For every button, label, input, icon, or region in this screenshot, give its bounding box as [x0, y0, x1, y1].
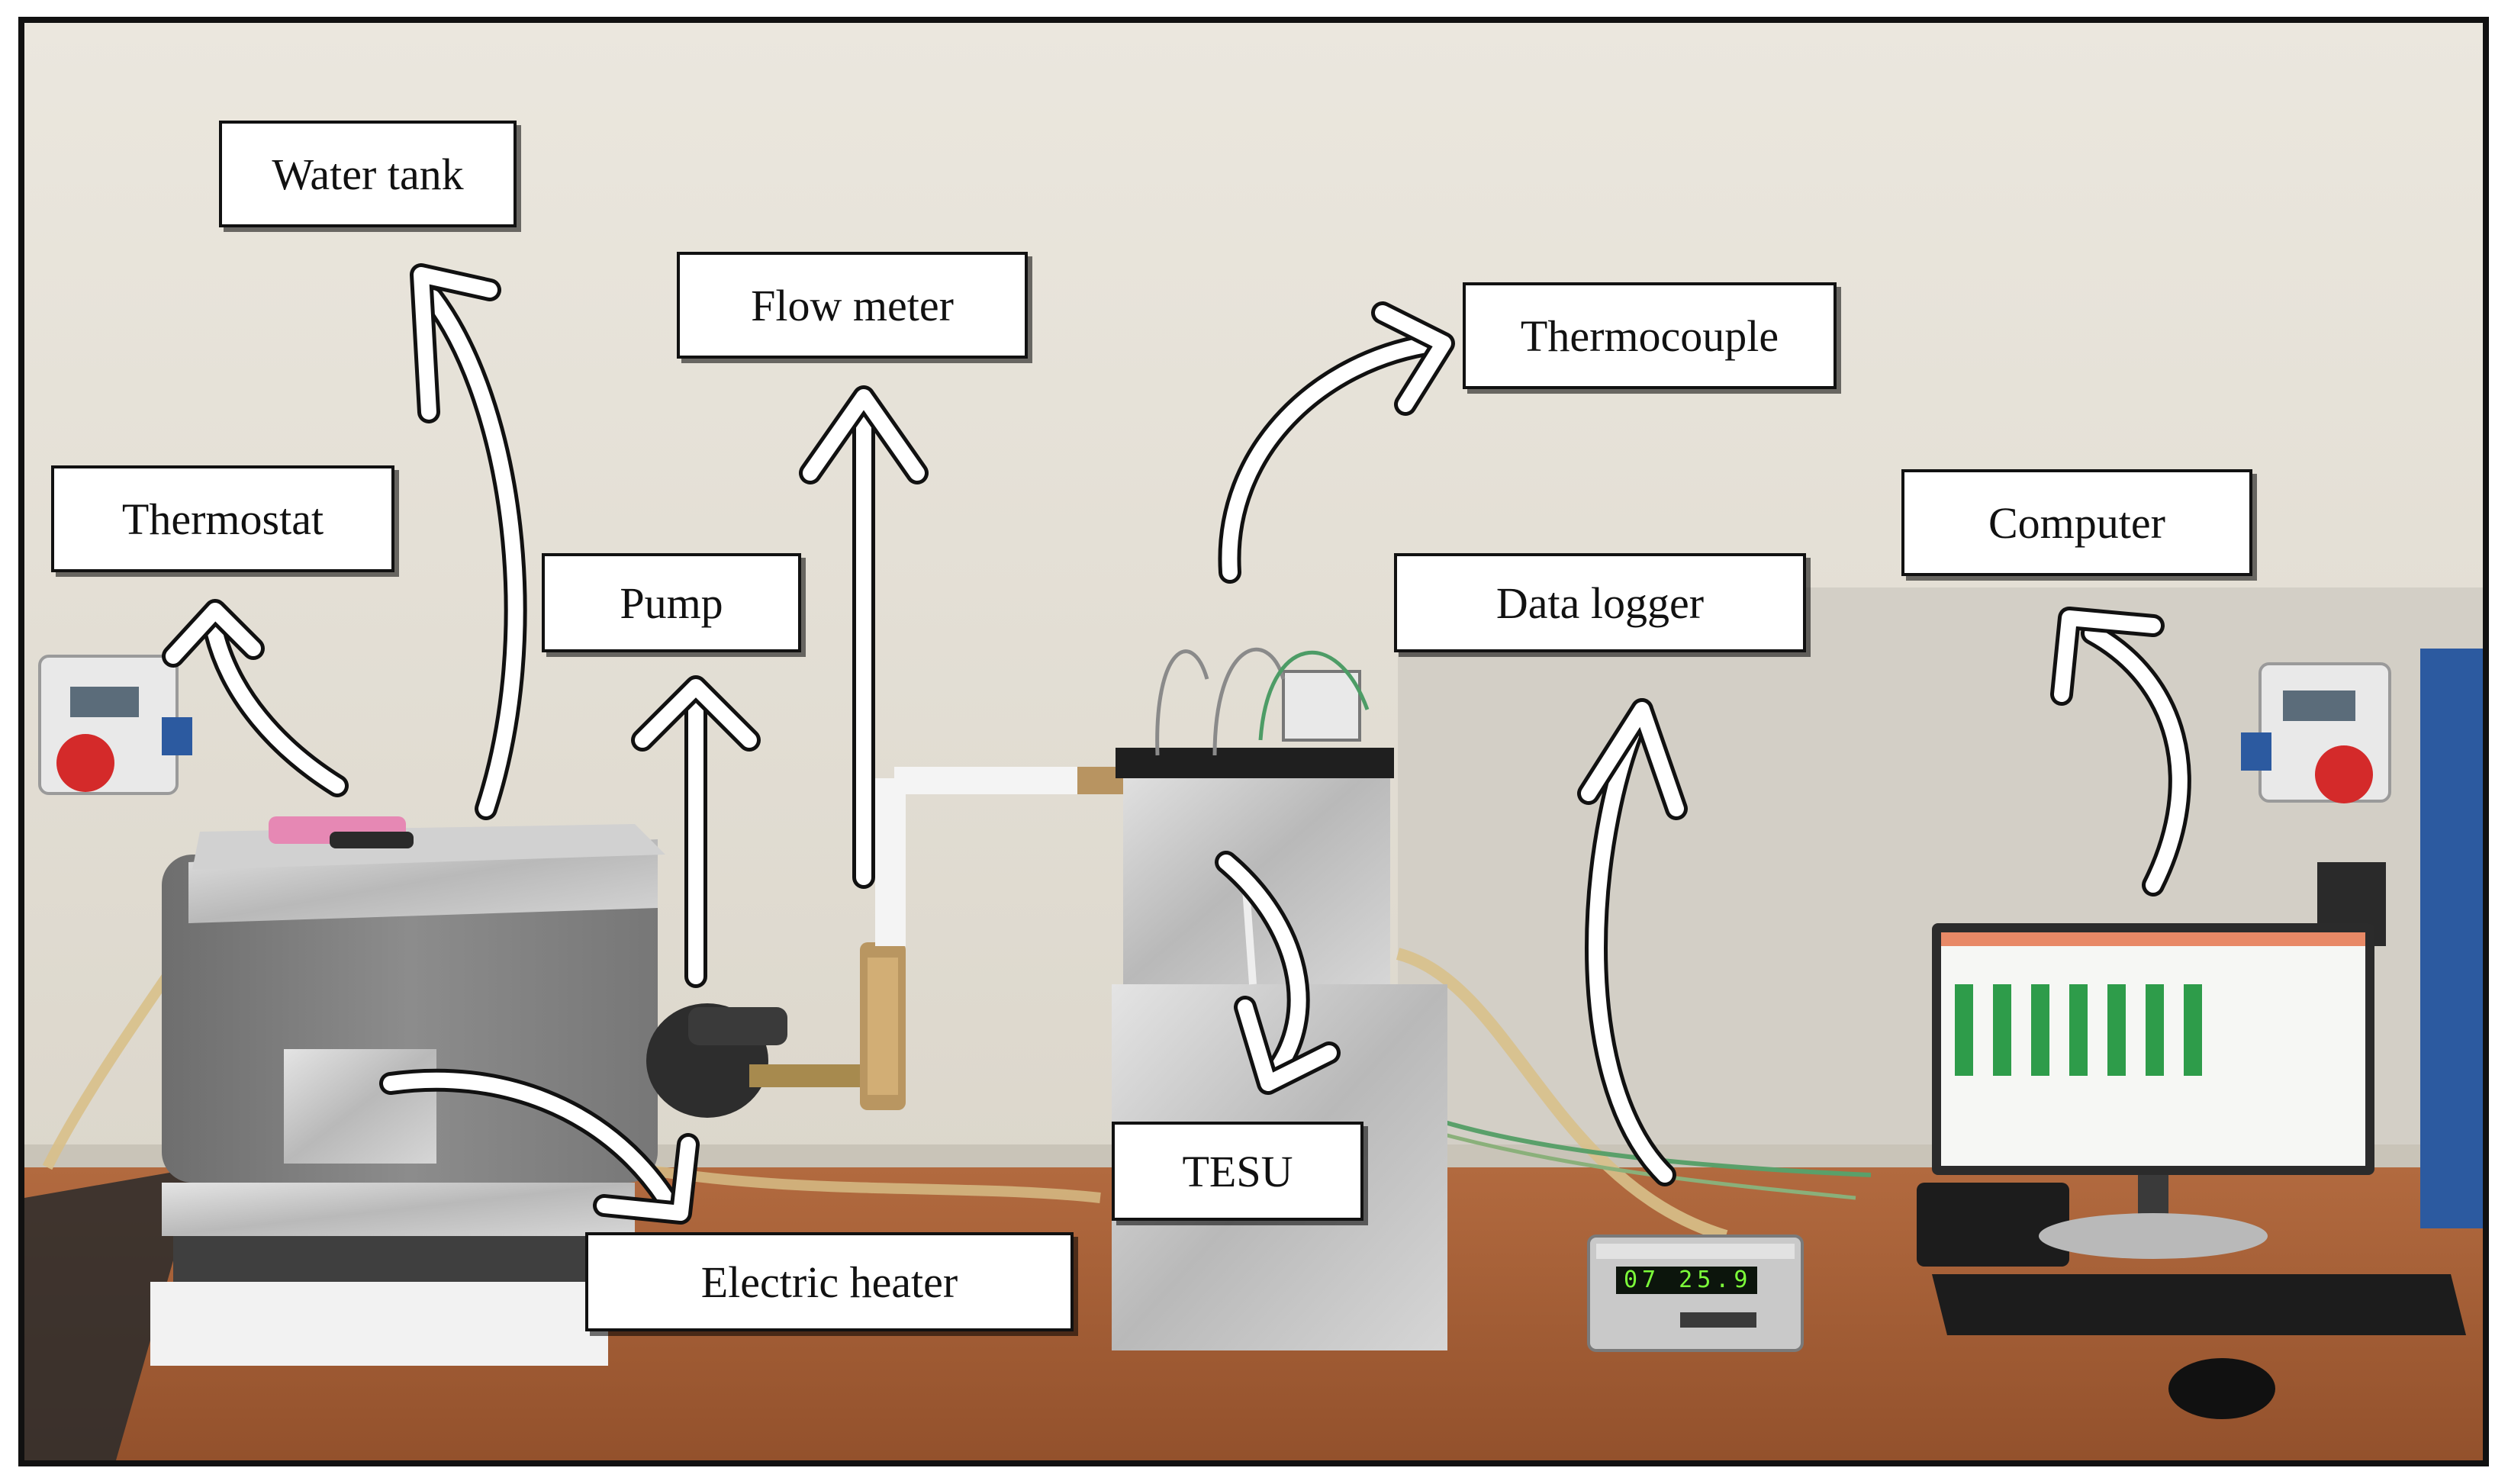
- data-logger-display: 07 25.9: [1616, 1267, 1757, 1294]
- arrow-thermocouple: [1218, 301, 1455, 584]
- tube-tesu-to-logger: [1396, 948, 1728, 1242]
- label-pump: Pump: [542, 553, 801, 652]
- label-thermostat: Thermostat: [51, 465, 394, 572]
- desk-shadow-left: [24, 1167, 200, 1460]
- arrow-flow-meter: [799, 385, 929, 889]
- pump-body: [646, 1003, 871, 1118]
- computer-setup: [1917, 923, 2466, 1419]
- arrow-electric-heater: [379, 1068, 700, 1225]
- label-electric-heater: Electric heater: [585, 1232, 1074, 1331]
- wall-socket-right: [2241, 662, 2391, 803]
- label-data-logger: Data logger: [1394, 553, 1806, 652]
- label-tesu: TESU: [1112, 1122, 1363, 1221]
- label-computer: Computer: [1901, 469, 2252, 576]
- arrow-data-logger: [1577, 698, 1688, 1186]
- arrow-thermostat: [162, 599, 349, 797]
- thermocouple-wires: [1396, 1104, 1872, 1177]
- blue-cabinet: [2420, 649, 2483, 1228]
- arrow-tesu: [1215, 851, 1341, 1095]
- label-flow-meter: Flow meter: [677, 252, 1028, 359]
- arrow-computer: [2050, 607, 2191, 897]
- flow-meter-body: [860, 767, 1131, 1110]
- arrow-water-tank: [410, 263, 527, 820]
- arrow-pump: [631, 675, 761, 988]
- label-water-tank: Water tank: [219, 121, 517, 227]
- photo-frame: 07 25.9 Water tank Flow meter Thermocoup…: [18, 17, 2489, 1466]
- lab-setup-photo: [24, 23, 2483, 1460]
- wall-socket-left: [38, 655, 192, 795]
- label-thermocouple: Thermocouple: [1463, 282, 1837, 389]
